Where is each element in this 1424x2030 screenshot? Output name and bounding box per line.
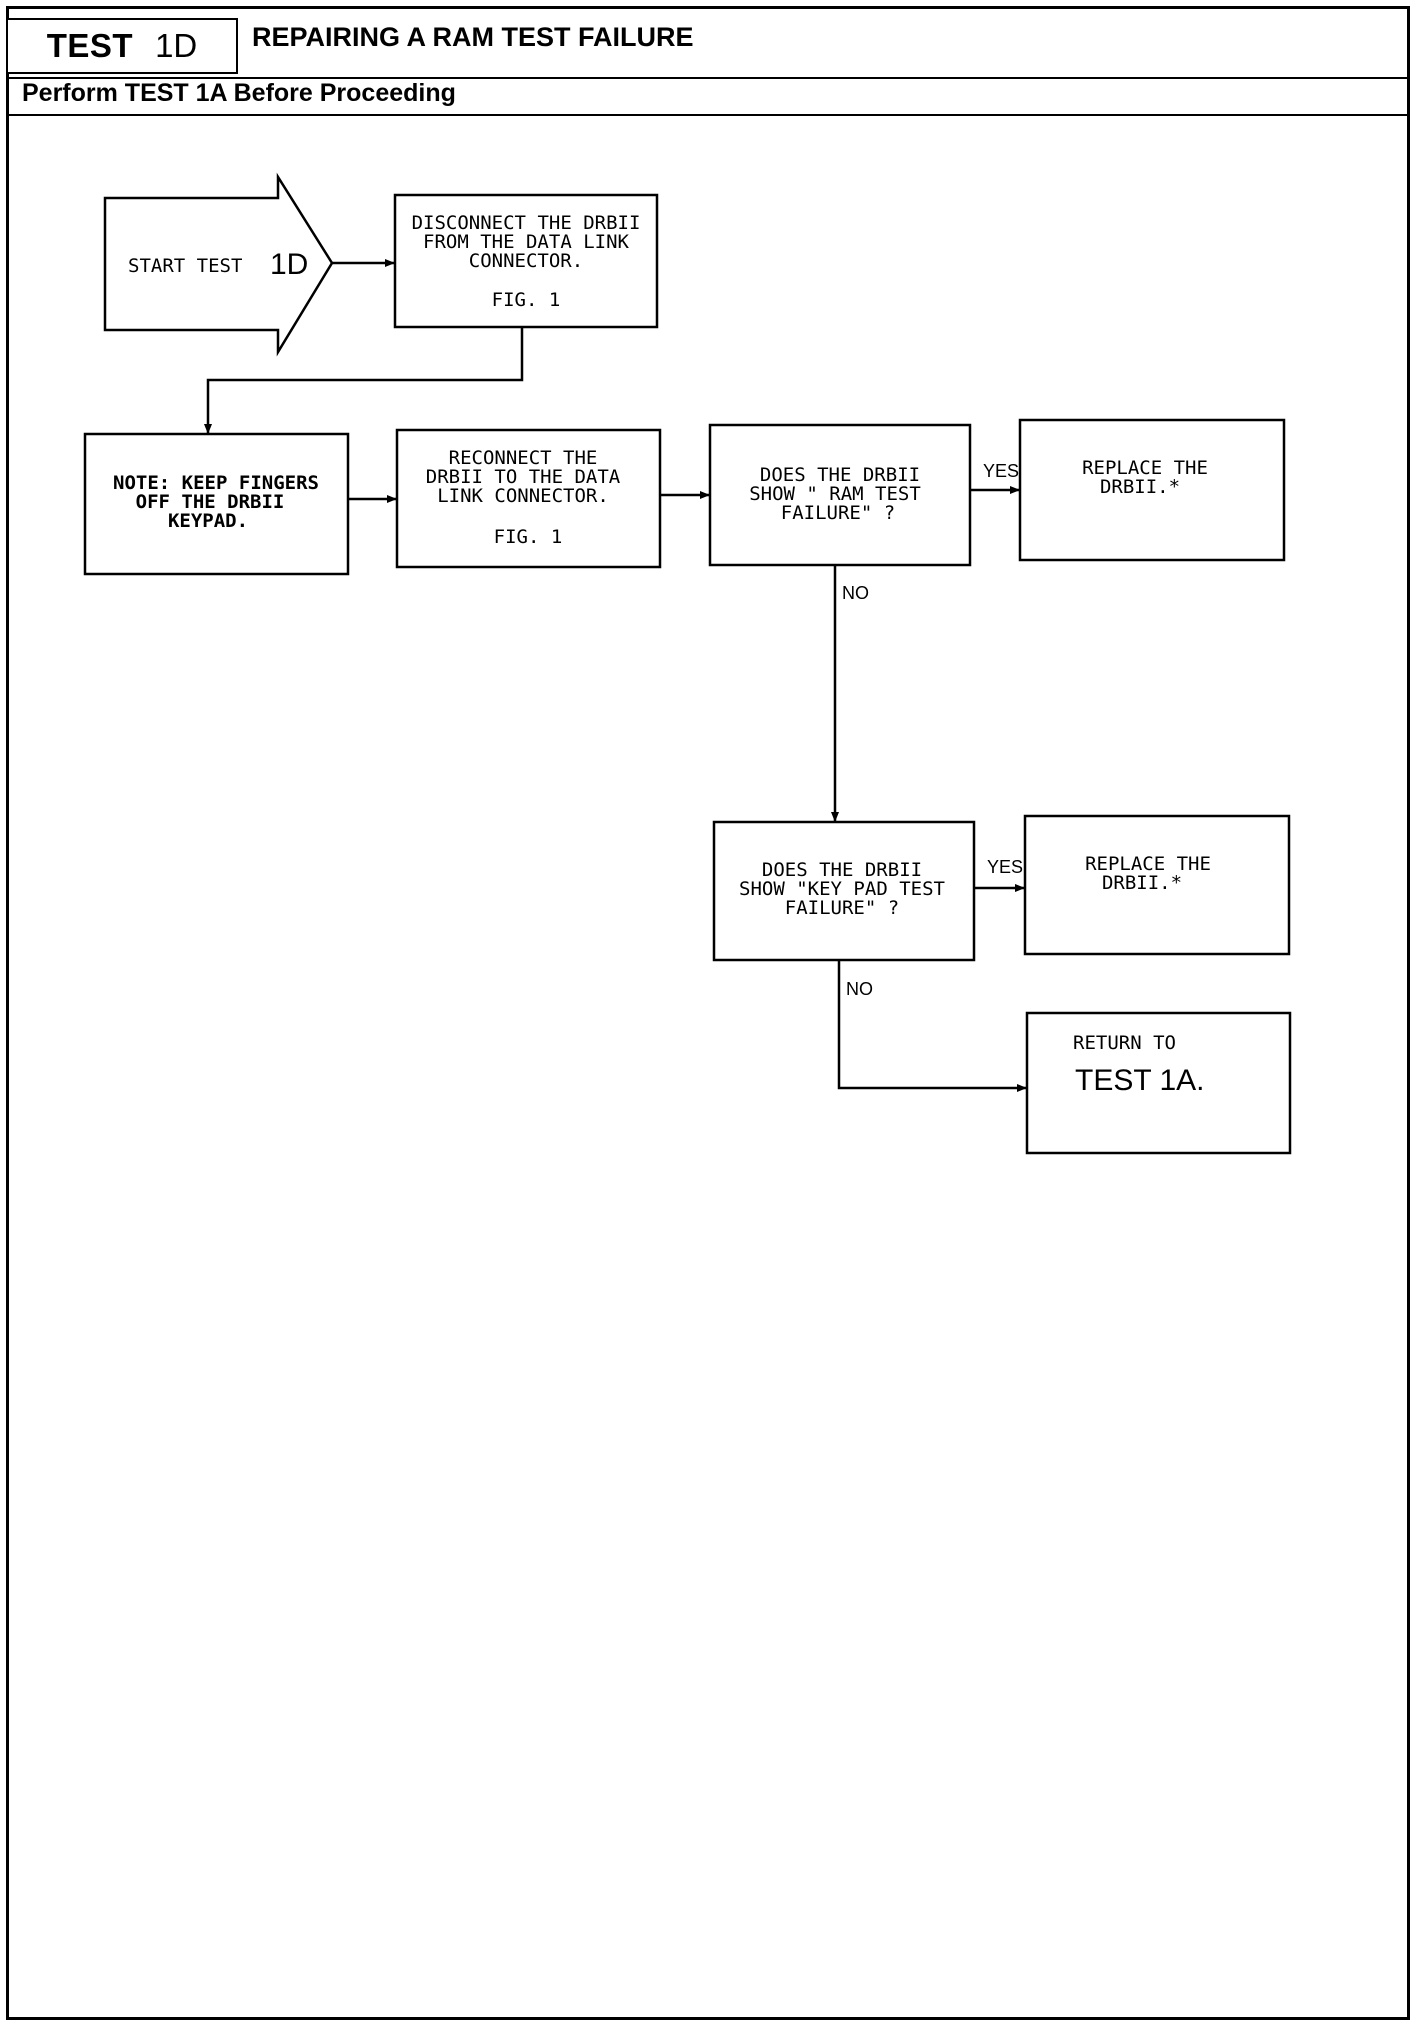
replace-box-1: REPLACE THE DRBII.*	[1018, 418, 1286, 562]
replace-2-line-2: DRBII.*	[1102, 872, 1182, 894]
note-line-1: NOTE: KEEP FINGERS	[113, 472, 319, 494]
return-small-text: RETURN TO	[1073, 1032, 1176, 1054]
replace-box-2: REPLACE THE DRBII.*	[1023, 814, 1291, 956]
keypad-test-decision-box: DOES THE DRBII SHOW "KEY PAD TEST FAILUR…	[712, 820, 976, 962]
start-number: 1D	[270, 248, 308, 281]
start-label: START TEST	[128, 255, 242, 277]
disconnect-line-2: FROM THE DATA LINK	[423, 231, 629, 253]
label-no-2: NO	[846, 979, 873, 999]
label-yes-2: YES	[987, 857, 1023, 877]
disconnect-line-3: CONNECTOR.	[469, 250, 583, 272]
arrow-disconnect-to-note	[204, 327, 524, 434]
label-no-1: NO	[842, 583, 869, 603]
start-arrow: START TEST 1D	[103, 172, 334, 357]
keypad-decision-line-2: SHOW "KEY PAD TEST	[739, 878, 945, 900]
disconnect-fig: FIG. 1	[492, 289, 561, 311]
arrow-keypad-no	[837, 960, 1027, 1092]
test-word: TEST	[46, 27, 134, 64]
connectors	[204, 259, 1027, 1092]
note-line-2: OFF THE DRBII	[136, 491, 285, 513]
page-title: REPAIRING A RAM TEST FAILURE	[252, 22, 694, 52]
reconnect-step-box: RECONNECT THE DRBII TO THE DATA LINK CON…	[395, 428, 662, 569]
header-divider	[6, 77, 1410, 79]
replace-1-line-2: DRBII.*	[1100, 476, 1180, 498]
ram-decision-line-3: FAILURE" ?	[781, 502, 895, 524]
reconnect-line-3: LINK CONNECTOR.	[437, 485, 609, 507]
return-box: RETURN TO TEST 1A.	[1025, 1011, 1292, 1155]
disconnect-line-1: DISCONNECT THE DRBII	[412, 212, 641, 234]
subheader-divider	[6, 114, 1410, 116]
replace-2-line-1: REPLACE THE	[1085, 853, 1211, 875]
disconnect-step-box: DISCONNECT THE DRBII FROM THE DATA LINK …	[393, 193, 659, 329]
note-line-3: KEYPAD.	[168, 510, 248, 532]
test-id-box: TEST 1D	[6, 18, 238, 74]
reconnect-line-2: DRBII TO THE DATA	[426, 466, 621, 488]
ram-test-decision-box: DOES THE DRBII SHOW " RAM TEST FAILURE" …	[708, 423, 972, 567]
test-number: 1D	[155, 27, 198, 64]
reconnect-fig: FIG. 1	[494, 526, 563, 548]
keypad-decision-line-3: FAILURE" ?	[785, 897, 899, 919]
reconnect-line-1: RECONNECT THE	[449, 447, 598, 469]
page-subtitle: Perform TEST 1A Before Proceeding	[22, 79, 456, 107]
return-big-text: TEST 1A.	[1075, 1064, 1205, 1097]
label-yes-1: YES	[983, 461, 1019, 481]
page-frame	[6, 6, 1410, 2020]
replace-1-line-1: REPLACE THE	[1082, 457, 1208, 479]
ram-decision-line-1: DOES THE DRBII	[760, 464, 920, 486]
note-box: NOTE: KEEP FINGERS OFF THE DRBII KEYPAD.	[83, 432, 350, 576]
ram-decision-line-2: SHOW " RAM TEST	[749, 483, 921, 505]
keypad-decision-line-1: DOES THE DRBII	[762, 859, 922, 881]
